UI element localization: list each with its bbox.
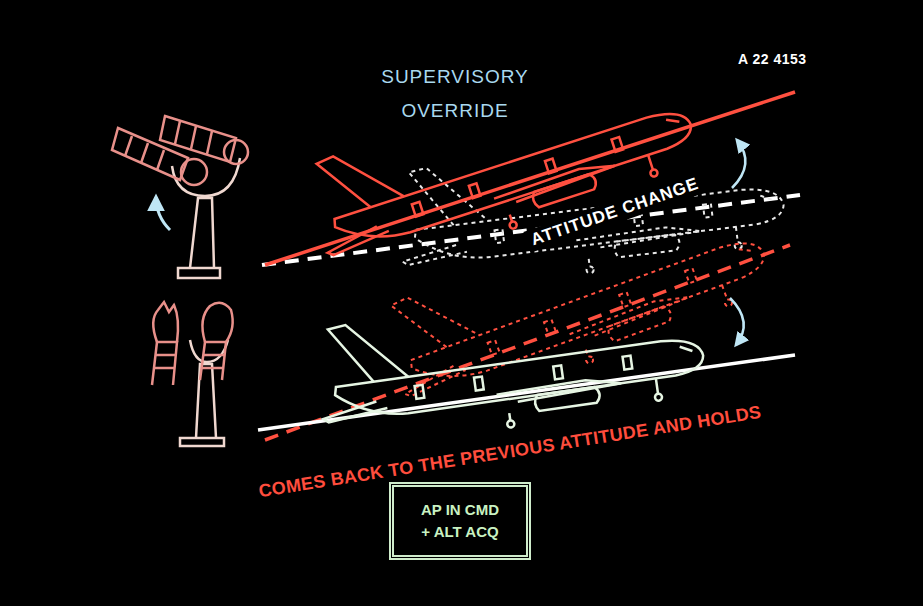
control-column-held bbox=[172, 158, 240, 278]
pilot-hands bbox=[112, 116, 248, 185]
pull-arrow bbox=[156, 197, 170, 230]
figure-number: A 22 4153 bbox=[738, 51, 807, 67]
released-hands bbox=[152, 302, 233, 385]
mode-annunciator-box: AP IN CMD + ALT ACQ bbox=[389, 482, 531, 560]
pitch-down-arrow bbox=[730, 298, 744, 345]
diagram-title: SUPERVISORY OVERRIDE bbox=[370, 60, 540, 128]
previous-attitude-plane bbox=[392, 125, 789, 295]
new-attitude-line bbox=[265, 92, 795, 265]
box-text: AP IN CMD + ALT ACQ bbox=[416, 499, 504, 543]
control-column-released bbox=[180, 340, 228, 446]
pitch-up-arrow bbox=[732, 140, 745, 188]
pitched-plane bbox=[300, 48, 705, 285]
